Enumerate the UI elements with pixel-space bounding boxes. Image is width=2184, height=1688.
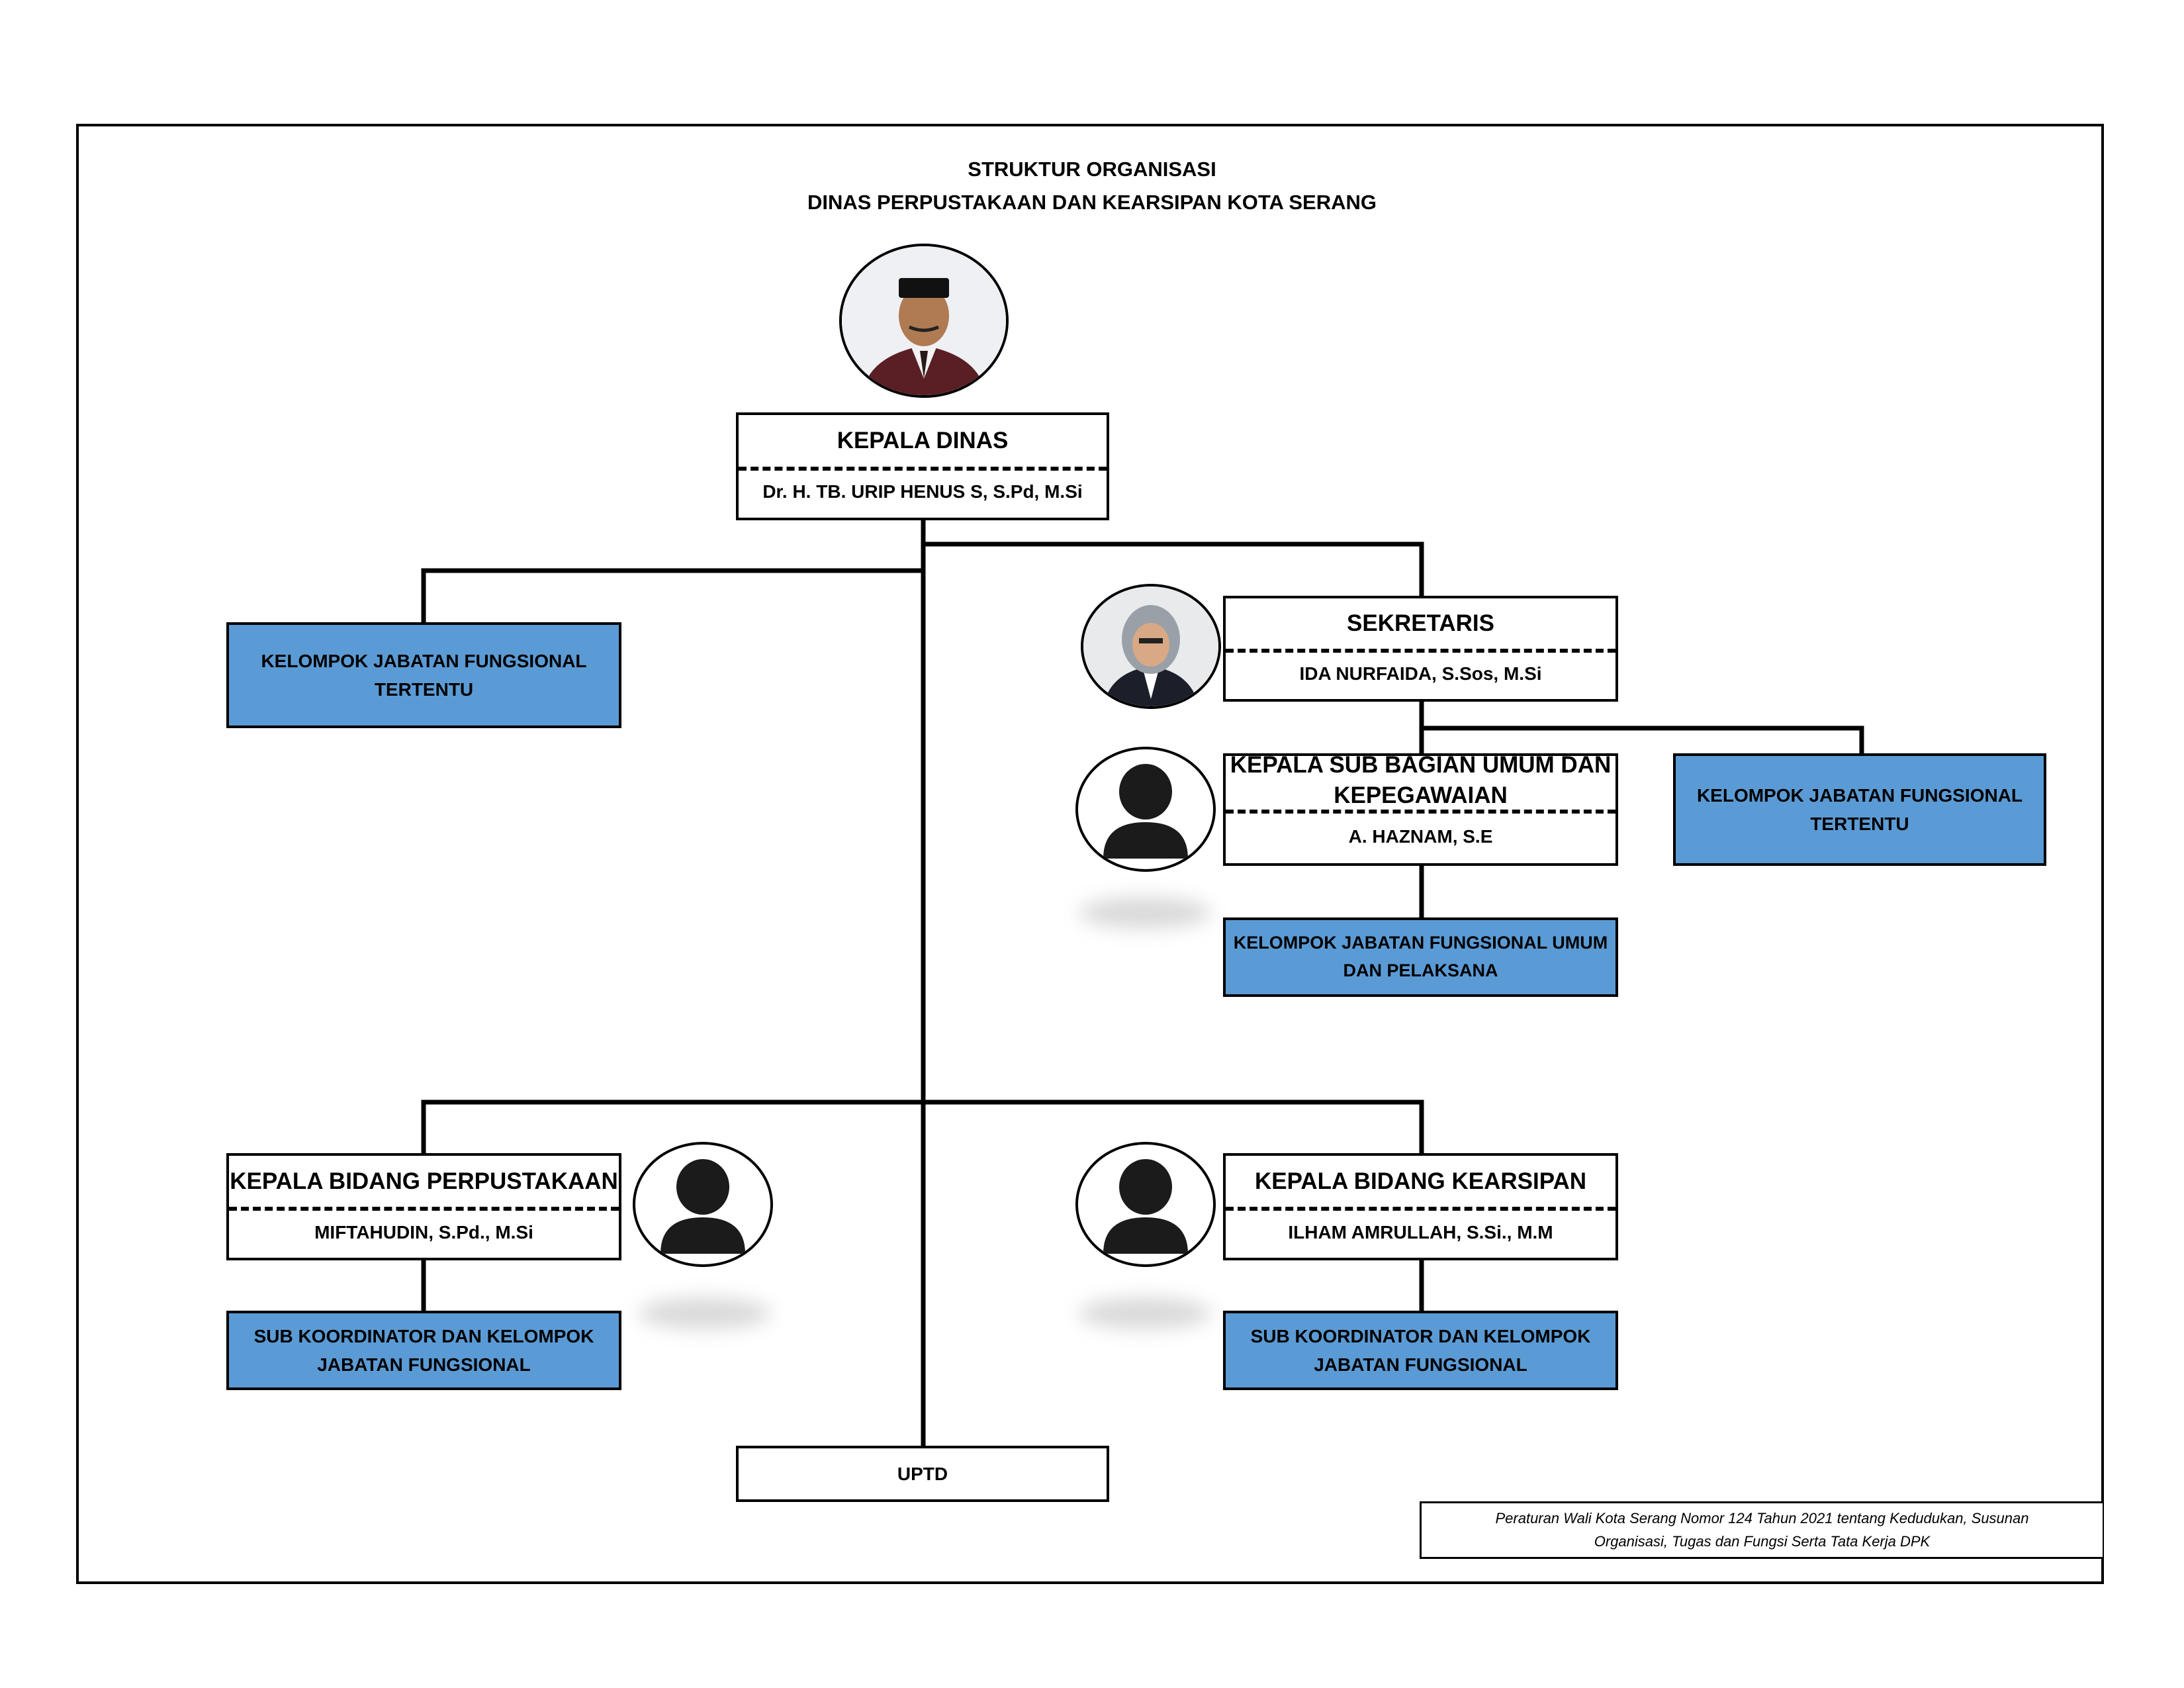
kasubag-title-line2: KEPEGAWAIAN — [1334, 782, 1508, 808]
kasubag-title: KEPALA SUB BAGIAN UMUM DAN KEPEGAWAIAN — [1226, 752, 1615, 808]
kasubag-box: KEPALA SUB BAGIAN UMUM DAN KEPEGAWAIAN A… — [1223, 752, 1618, 866]
person-silhouette-icon — [1103, 1159, 1188, 1254]
person-silhouette-icon — [660, 1159, 745, 1254]
kepala-dinas-title: KEPALA DINAS — [837, 428, 1009, 453]
bidang-kearsipan-avatar — [1075, 1142, 1216, 1267]
subkoor-left-line1: SUB KOORDINATOR DAN KELOMPOK — [253, 1325, 594, 1346]
bidang-perpustakaan-avatar — [633, 1142, 773, 1267]
subkoor-left-line2: JABATAN FUNGSIONAL — [317, 1354, 531, 1375]
bidang-perpustakaan-title: KEPALA BIDANG PERPUSTAKAAN — [230, 1168, 618, 1194]
avatar-shadow — [1079, 1297, 1211, 1329]
chart-title: STRUKTUR ORGANISASI — [968, 158, 1216, 181]
avatar-shadow — [1079, 897, 1211, 929]
uptd-box: UPTD — [736, 1446, 1109, 1502]
divider — [1226, 649, 1615, 653]
divider — [1226, 810, 1615, 814]
regulation-note-line1: Peraturan Wali Kota Serang Nomor 124 Tah… — [1495, 1510, 2029, 1527]
regulation-note-line2: Organisasi, Tugas dan Fungsi Serta Tata … — [1594, 1532, 1931, 1550]
fungsional-umum-box: KELOMPOK JABATAN FUNGSIONAL UMUM DAN PEL… — [1223, 917, 1618, 997]
fungsional-umum-line2: DAN PELAKSANA — [1343, 961, 1498, 980]
subkoor-right-line2: JABATAN FUNGSIONAL — [1314, 1354, 1527, 1375]
kasubag-avatar — [1075, 747, 1216, 872]
kepala-dinas-name: Dr. H. TB. URIP HENUS S, S.Pd, M.Si — [762, 481, 1083, 502]
subkoor-right-box: SUB KOORDINATOR DAN KELOMPOK JABATAN FUN… — [1223, 1311, 1618, 1390]
kepala-dinas-photo — [839, 244, 1009, 398]
kasubag-title-line1: KEPALA SUB BAGIAN UMUM DAN — [1230, 752, 1612, 778]
person-silhouette-icon — [1103, 764, 1188, 859]
kasubag-name: A. HAZNAM, S.E — [1348, 825, 1493, 847]
sekretaris-title: SEKRETARIS — [1347, 610, 1494, 637]
fungsional-umum-line1: KELOMPOK JABATAN FUNGSIONAL UMUM — [1233, 933, 1608, 953]
bidang-kearsipan-name: ILHAM AMRULLAH, S.Si., M.M — [1288, 1221, 1553, 1243]
chart-frame — [76, 124, 2104, 1584]
jft-right-line1: KELOMPOK JABATAN FUNGSIONAL — [1696, 784, 2023, 806]
avatar-shadow — [639, 1297, 771, 1329]
bidang-kearsipan-title: KEPALA BIDANG KEARSIPAN — [1254, 1168, 1587, 1194]
jft-left-line1: KELOMPOK JABATAN FUNGSIONAL — [261, 650, 587, 671]
subkoor-right-line1: SUB KOORDINATOR DAN KELOMPOK — [1250, 1325, 1591, 1346]
kepala-dinas-box: KEPALA DINAS Dr. H. TB. URIP HENUS S, S.… — [736, 412, 1109, 520]
sekretaris-box: SEKRETARIS IDA NURFAIDA, S.Sos, M.Si — [1223, 596, 1618, 702]
jft-left-box: KELOMPOK JABATAN FUNGSIONAL TERTENTU — [226, 622, 621, 728]
jft-right-box: KELOMPOK JABATAN FUNGSIONAL TERTENTU — [1673, 753, 2046, 866]
divider — [229, 1207, 619, 1211]
subkoor-left-box: SUB KOORDINATOR DAN KELOMPOK JABATAN FUN… — [226, 1311, 621, 1390]
divider — [1226, 1207, 1615, 1211]
jft-right-line2: TERTENTU — [1810, 814, 1909, 834]
jft-left-line2: TERTENTU — [374, 679, 474, 700]
bidang-perpustakaan-name: MIFTAHUDIN, S.Pd., M.Si — [314, 1221, 533, 1243]
divider — [739, 466, 1107, 471]
chart-subtitle: DINAS PERPUSTAKAAN DAN KEARSIPAN KOTA SE… — [807, 191, 1377, 214]
sekretaris-name: IDA NURFAIDA, S.Sos, M.Si — [1299, 663, 1542, 684]
bidang-perpustakaan-box: KEPALA BIDANG PERPUSTAKAAN MIFTAHUDIN, S… — [226, 1153, 621, 1260]
bidang-kearsipan-box: KEPALA BIDANG KEARSIPAN ILHAM AMRULLAH, … — [1223, 1153, 1618, 1260]
sekretaris-photo — [1081, 584, 1221, 709]
regulation-note: Peraturan Wali Kota Serang Nomor 124 Tah… — [1420, 1501, 2103, 1559]
